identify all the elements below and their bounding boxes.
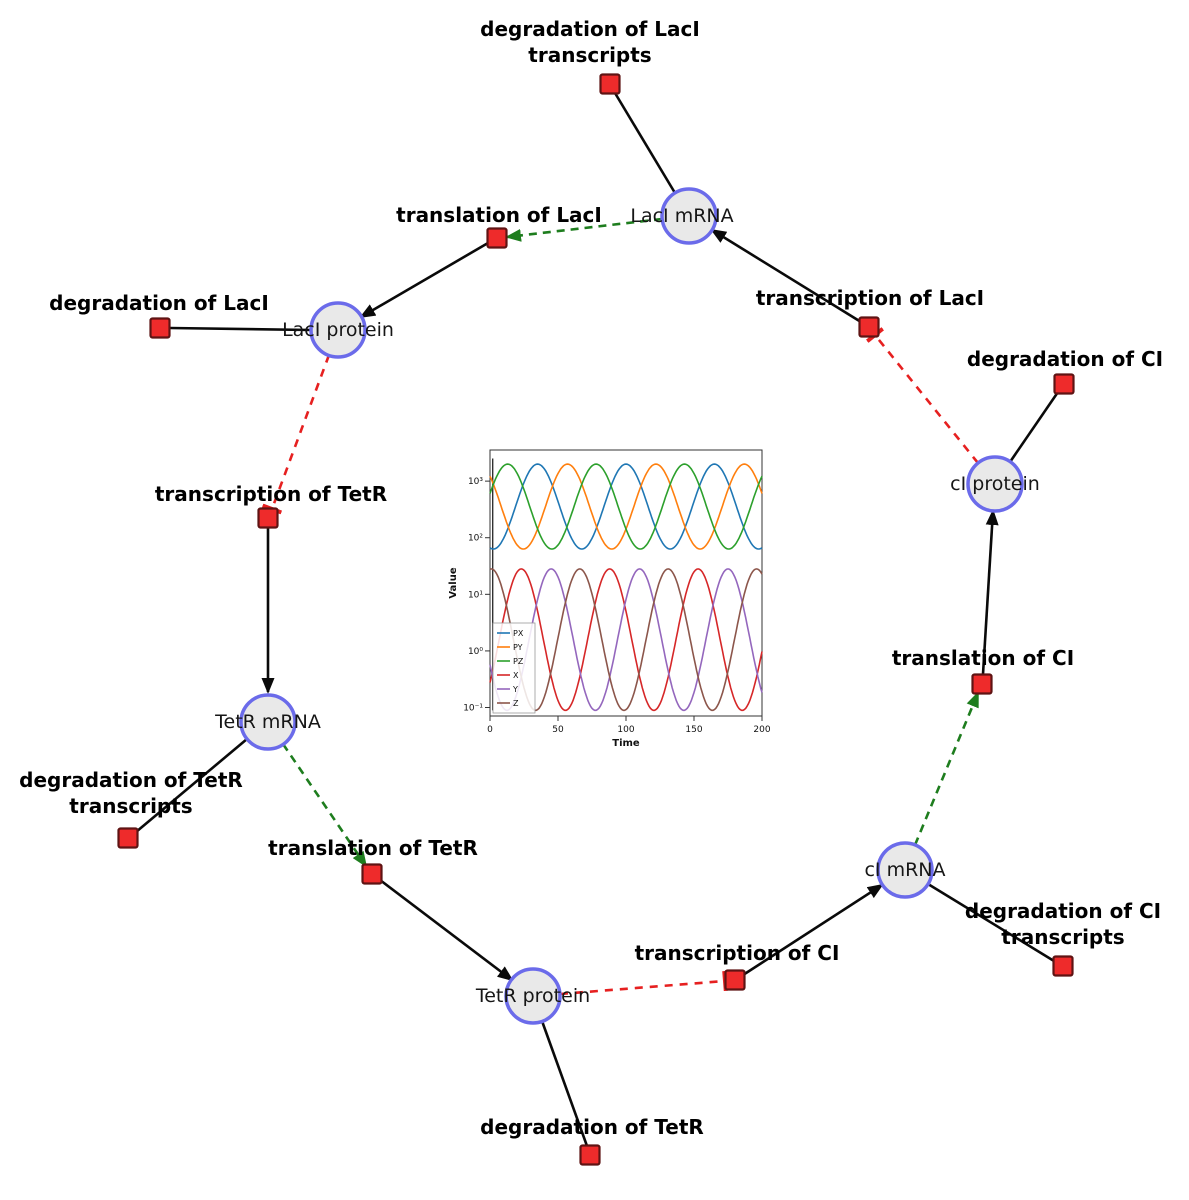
reaction-label-transcription-laci: transcription of LacI bbox=[755, 286, 985, 310]
species-node-laci-mrna[interactable] bbox=[660, 187, 718, 245]
edge-ci-mrna-to-deg-transcripts bbox=[927, 882, 1055, 963]
reaction-label-degradation-tetr-transcripts: degradation of TetR transcripts bbox=[19, 768, 243, 818]
reaction-label-translation-tetr: translation of TetR bbox=[268, 836, 478, 860]
reaction-node-degradation-laci[interactable] bbox=[149, 317, 171, 339]
reaction-label-translation-laci: translation of LacI bbox=[396, 203, 602, 227]
chart-series-PZ bbox=[489, 463, 763, 550]
reaction-node-translation-ci[interactable] bbox=[971, 673, 993, 695]
legend-label-PZ: PZ bbox=[513, 657, 524, 666]
edge-tetr-protein-inhibits-transcription-ci bbox=[559, 970, 728, 996]
chart-series-PX bbox=[489, 463, 763, 550]
x-tick-label: 200 bbox=[753, 725, 770, 735]
chart-series-X bbox=[489, 568, 763, 712]
x-tick-label: 100 bbox=[617, 725, 634, 735]
edge-ci-protein-inhibits-transcription-laci bbox=[865, 327, 980, 464]
species-label-laci-mrna: LacI mRNA bbox=[630, 205, 733, 227]
reaction-node-degradation-tetr[interactable] bbox=[579, 1144, 601, 1166]
reaction-label-transcription-ci: transcription of CI bbox=[634, 941, 840, 965]
reaction-label-degradation-laci-transcripts: degradation of LacI transcripts bbox=[480, 17, 700, 67]
reaction-label-degradation-tetr: degradation of TetR bbox=[480, 1115, 704, 1139]
reaction-node-degradation-ci[interactable] bbox=[1053, 373, 1075, 395]
y-axis-label: Value bbox=[448, 567, 459, 598]
y-tick-label: 10² bbox=[468, 534, 483, 544]
reaction-label-degradation-ci-transcripts: degradation of CI transcripts bbox=[964, 899, 1162, 949]
legend-label-X: X bbox=[513, 671, 519, 680]
x-tick-label: 0 bbox=[487, 725, 493, 735]
species-label-tetr-protein: TetR protein bbox=[475, 985, 590, 1007]
reaction-node-transcription-laci[interactable] bbox=[858, 316, 880, 338]
edge-ci-mrna-modifies-translation bbox=[913, 691, 980, 846]
edge-laci-protein-inhibits-transcription-tetr bbox=[261, 354, 331, 515]
reaction-node-degradation-laci-transcripts[interactable] bbox=[599, 73, 621, 95]
edge-ci-protein-to-deg bbox=[1008, 391, 1060, 463]
x-tick-label: 50 bbox=[552, 725, 564, 735]
edge-laci-mrna-to-deg-transcripts bbox=[613, 92, 677, 194]
edge-transcription-laci-to-laci-mrna bbox=[710, 228, 862, 324]
reaction-label-degradation-laci: degradation of LacI bbox=[49, 291, 269, 315]
reaction-node-degradation-ci-transcripts[interactable] bbox=[1052, 955, 1074, 977]
reaction-label-degradation-ci: degradation of CI bbox=[966, 347, 1164, 371]
species-label-ci-protein: cI protein bbox=[950, 473, 1040, 495]
edge-laci-protein-to-deg bbox=[169, 326, 312, 332]
edge-transcription-ci-to-ci-mrna bbox=[742, 883, 884, 977]
reaction-node-degradation-tetr-transcripts[interactable] bbox=[117, 827, 139, 849]
species-node-laci-protein[interactable] bbox=[309, 301, 367, 359]
edge-translation-ci-to-ci-protein bbox=[981, 509, 999, 675]
x-tick-label: 150 bbox=[685, 725, 702, 735]
species-node-ci-protein[interactable] bbox=[966, 455, 1024, 513]
edge-laci-mrna-modifies-translation bbox=[505, 217, 663, 242]
reaction-node-transcription-tetr[interactable] bbox=[257, 507, 279, 529]
edge-tetr-mrna-modifies-translation bbox=[281, 743, 368, 868]
x-axis-label: Time bbox=[612, 738, 640, 749]
legend-label-PX: PX bbox=[513, 629, 524, 638]
reaction-node-translation-tetr[interactable] bbox=[361, 863, 383, 885]
species-label-tetr-mrna: TetR mRNA bbox=[214, 711, 321, 733]
y-tick-label: 10⁰ bbox=[468, 647, 483, 657]
species-node-tetr-protein[interactable] bbox=[504, 967, 562, 1025]
legend-label-Z: Z bbox=[513, 699, 519, 708]
reaction-label-translation-ci: translation of CI bbox=[891, 646, 1075, 670]
chart-legend bbox=[492, 622, 536, 714]
edge-tetr-mrna-to-deg-transcripts bbox=[135, 738, 248, 833]
legend-label-PY: PY bbox=[513, 643, 523, 652]
legend-label-Y: Y bbox=[512, 685, 518, 694]
edge-tetr-protein-to-deg bbox=[540, 1020, 589, 1147]
y-tick-label: 10¹ bbox=[468, 590, 483, 600]
species-label-laci-protein: LacI protein bbox=[282, 319, 394, 341]
edge-translation-tetr-to-tetr-protein bbox=[379, 878, 514, 982]
y-tick-label: 10³ bbox=[468, 477, 483, 487]
species-label-ci-mrna: cI mRNA bbox=[864, 859, 945, 881]
chart-series-Y bbox=[489, 568, 763, 712]
species-node-ci-mrna[interactable] bbox=[876, 841, 934, 899]
edge-translation-laci-to-laci-protein bbox=[359, 241, 489, 319]
reaction-node-translation-laci[interactable] bbox=[486, 227, 508, 249]
species-node-tetr-mrna[interactable] bbox=[239, 693, 297, 751]
y-tick-label: 10⁻¹ bbox=[463, 704, 483, 714]
reaction-label-transcription-tetr: transcription of TetR bbox=[154, 482, 388, 506]
reaction-node-transcription-ci[interactable] bbox=[724, 969, 746, 991]
